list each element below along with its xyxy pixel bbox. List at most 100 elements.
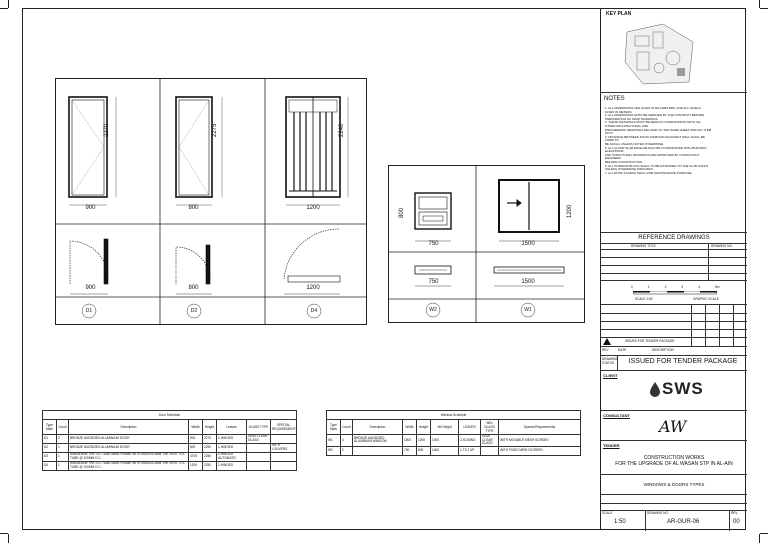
- reference-drawings-section: REFERENCE DRAWINGS DRAWING TITLE DRAWING…: [601, 232, 747, 281]
- window-schedule-cell: BRONZE ANODIZED ALUMINIUM WINDOW: [352, 434, 403, 447]
- revision-header: REV: [602, 348, 609, 352]
- scale-label: SCALE 1:50: [635, 297, 653, 301]
- note-line: BE 100mm UNLESS NOTED OTHERWISE.: [605, 141, 664, 146]
- meta-section: [601, 494, 747, 510]
- door-tag-circle: [81, 303, 97, 319]
- window-schedule-cell: 800: [416, 445, 431, 456]
- door-d4-plan-width: 1200: [306, 285, 320, 291]
- notes-section: NOTES 1. ALL DIMENSIONS ARE GIVEN IN MIL…: [601, 92, 747, 232]
- door-schedule-header-cell: SPECIAL REQUIREMENTS: [269, 419, 298, 435]
- window-schedule-header-cell: Height: [416, 419, 431, 435]
- window-w2-plan: [414, 265, 452, 287]
- window-schedule-cell: [480, 445, 499, 456]
- note-line: BEFORE CONSTRUCTION.: [605, 159, 644, 164]
- drawing-number-section: SCALE 1:50 DRAWING NO. AR-GUR-06 REV. 00: [601, 510, 747, 531]
- window-schedule-cell: WITH MOVABLE MESH SCREEN: [497, 434, 582, 447]
- note-line: PREPARATION OF SHOP DRAWINGS.: [605, 116, 659, 121]
- door-schedule-cell: 2270: [202, 434, 217, 444]
- crop-mark: [759, 534, 760, 543]
- door-d4-height: 2240: [339, 123, 345, 137]
- note-line: ENGINEER: [605, 156, 621, 161]
- notes-list: 1. ALL DIMENSIONS ARE GIVEN IN MILLIMETE…: [605, 106, 745, 175]
- door-schedule-cell: BRONZE ANODIZED ALUMINIUM DOOR: [68, 434, 189, 444]
- crop-mark: [8, 0, 9, 8]
- window-tag-circle: [425, 302, 441, 318]
- notes-label: NOTES: [604, 96, 625, 102]
- door-schedule-header-cell: GLASS TYPE: [246, 419, 271, 435]
- note-line: 3. THESE DRAWINGS MUST BE READ IN COORDI…: [605, 120, 702, 125]
- window-schedule-cell: 1-TILT UP: [458, 445, 481, 456]
- crop-mark: [0, 8, 8, 9]
- crop-mark: [760, 533, 768, 534]
- door-d4-elevation: [285, 96, 349, 206]
- crop-mark: [760, 8, 768, 9]
- drawing-no-field-label: DRAWING NO.: [647, 511, 669, 515]
- consultant-label: CONSULTANT: [603, 413, 630, 418]
- window-w1-elevation: [498, 179, 560, 242]
- door-schedule-cell: D2: [42, 443, 57, 453]
- note-line: ON IT.: [605, 131, 614, 136]
- project-section: TENDER CONSTRUCTION WORKS FOR THE UPGRAD…: [601, 440, 747, 474]
- door-schedule-header-cell: Type Mark: [42, 419, 57, 435]
- window-schedule-header-cell: Count: [340, 419, 353, 435]
- note-line: 1. ALL DIMENSIONS ARE GIVEN IN MILLIMETE…: [605, 106, 701, 110]
- window-schedule-cell: W2: [326, 445, 341, 456]
- door-schedule-cell: 1: [56, 443, 69, 453]
- key-plan-section: KEY PLAN: [601, 8, 747, 92]
- door-schedule-cell: 2250: [202, 443, 217, 453]
- door-schedule-header-cell: Height: [202, 419, 217, 435]
- window-schedule-cell: 1200: [416, 434, 431, 447]
- door-d1-plan: [69, 238, 109, 295]
- door-tag-circle: [306, 303, 322, 319]
- window-w2-width: 750: [428, 241, 439, 247]
- note-line: UNLESS OTHERWISE INDICATED.: [605, 167, 654, 172]
- consultant-section: CONSULTANT AW: [601, 410, 747, 440]
- window-schedule-cell: 4: [340, 434, 353, 447]
- scale-tick-label: 2: [664, 285, 667, 289]
- issue-status-label: DRAWING STATUS: [602, 357, 618, 365]
- door-schedule-cell: D4: [42, 461, 57, 471]
- revision-header: DESCRIPTION: [652, 348, 674, 352]
- door-schedule-header-cell: Description: [68, 419, 189, 435]
- window-w2-plan-width: 750: [428, 279, 439, 285]
- client-logo-drop-icon: [650, 382, 660, 397]
- revisions-section: ISSUED FOR TENDER PACKAGE: [601, 304, 747, 347]
- door-schedule-cell: BRONZE ANODIZED ALUMINIUM DOOR: [68, 443, 189, 453]
- window-schedule-header-cell: Type Mark: [326, 419, 341, 435]
- door-schedule-cell: [246, 443, 271, 453]
- door-schedule-cell: WITH LOUVERS: [269, 443, 298, 453]
- door-d1-tag: D1: [85, 308, 93, 314]
- note-line: 4. DISTANCE BETWEEN DOOR JAMB AND ADJACE…: [605, 134, 705, 139]
- door-d4-plan: [283, 228, 341, 295]
- door-schedule-cell: 1-HINGED: [216, 443, 247, 453]
- door-d2-elevation: [175, 96, 223, 206]
- door-schedule-cell: 2250: [202, 461, 217, 471]
- door-types-panel: 900 2270 800 2275 1200 2240 900 800 1200…: [55, 78, 367, 325]
- door-schedule-cell: 2-HINGED AUTOMATIC: [216, 452, 247, 462]
- drawing-sheet-border: [22, 8, 746, 530]
- scale-tick-label: 3: [681, 285, 684, 289]
- scale-value: 1:50: [614, 519, 626, 525]
- door-d2-plan-width: 800: [188, 285, 199, 291]
- rev-field-label: REV.: [731, 511, 739, 515]
- window-schedule-header-cell: WIN GLASS TYPE: [480, 419, 499, 435]
- window-schedule-header-cell: Sill Height: [430, 419, 459, 435]
- door-schedule-cell: 1: [56, 452, 69, 462]
- project-line-1: CONSTRUCTION WORKS: [643, 455, 705, 461]
- window-schedule-cell: WITH FIXED MESH SCREEN: [497, 445, 582, 456]
- consultant-logo: AW: [659, 417, 687, 436]
- door-schedule-cell: [269, 434, 298, 444]
- note-line: ENGINEERING DRAWINGS RELATED TO THE SAME…: [605, 127, 712, 132]
- door-schedule-cell: 1200: [188, 461, 203, 471]
- revision-triangle-icon: [603, 338, 611, 345]
- door-schedule-cell: 800: [188, 443, 203, 453]
- ref-col-no: DRAWING NO.: [711, 244, 733, 248]
